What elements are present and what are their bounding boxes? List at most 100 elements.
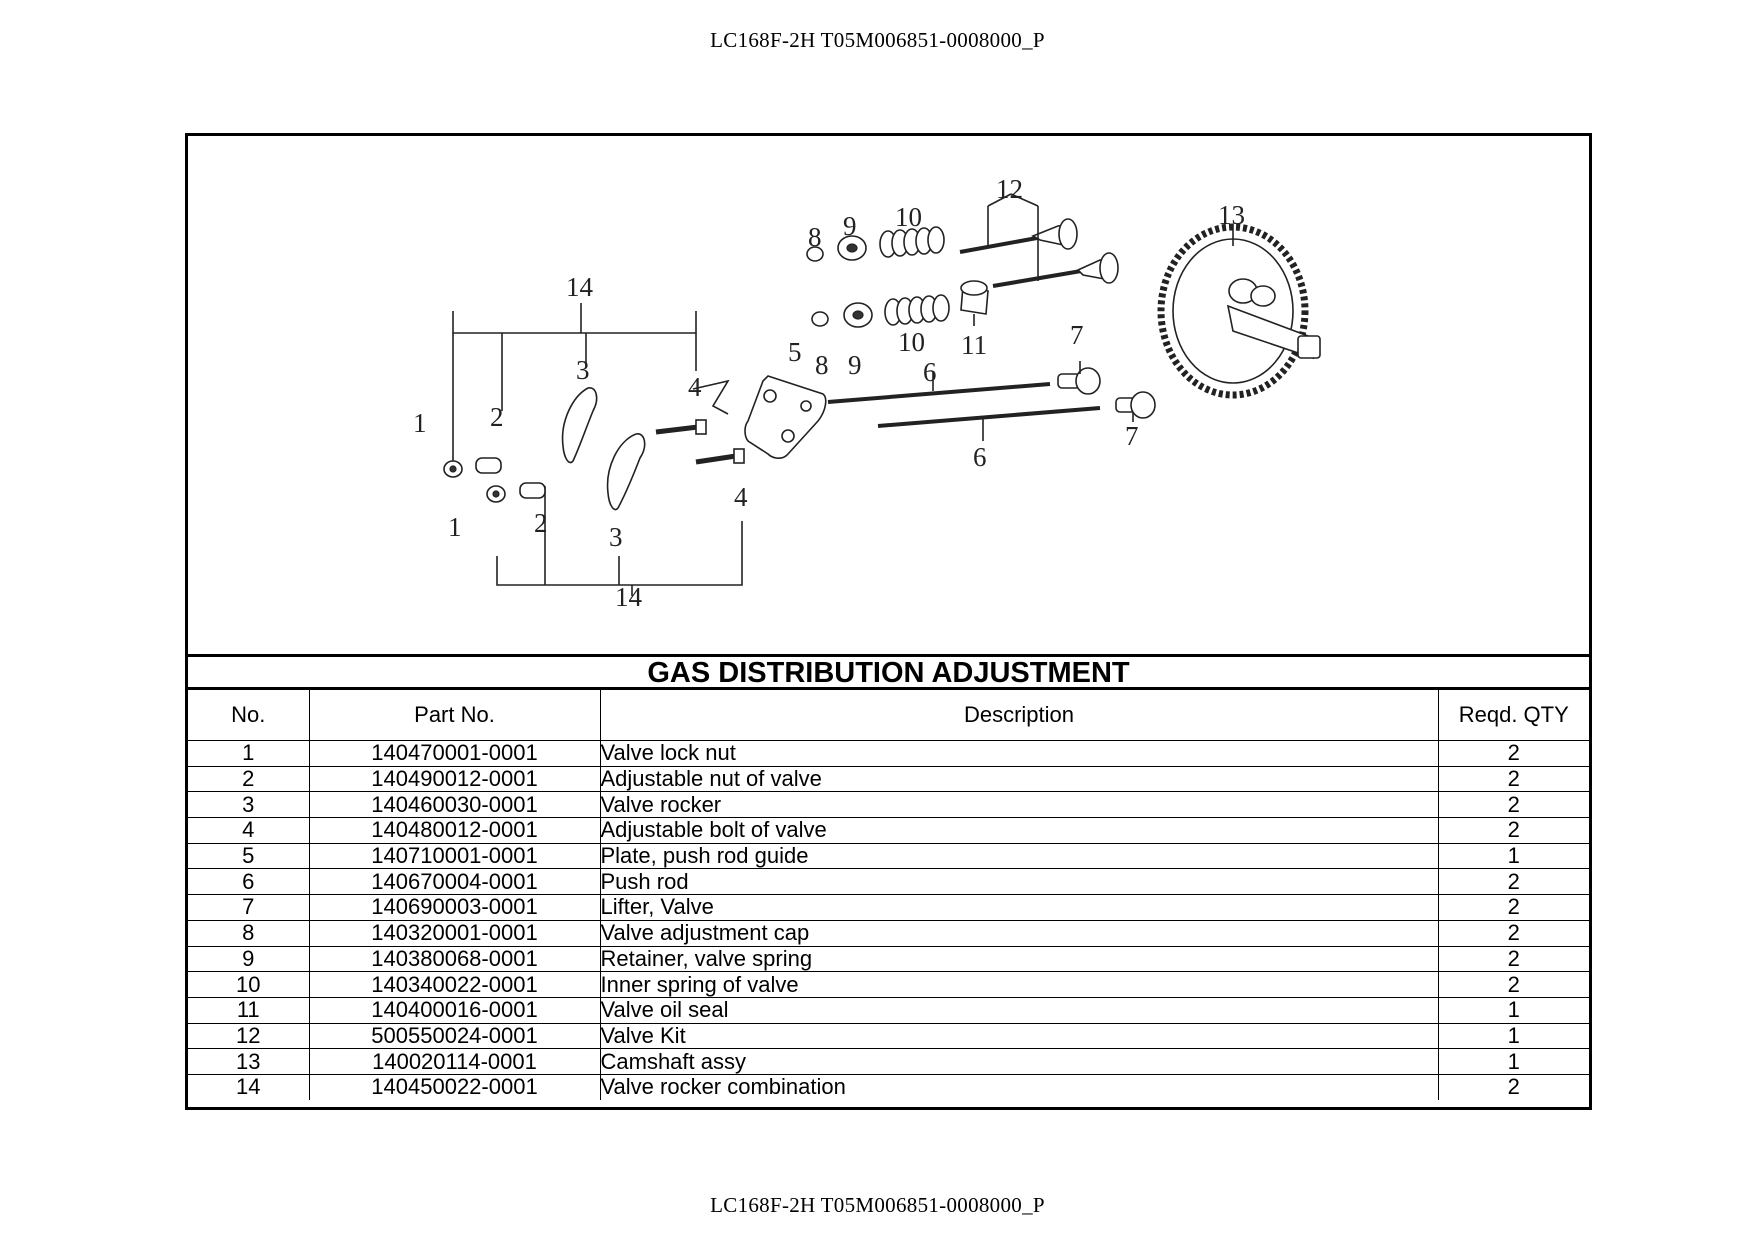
cell-description: Retainer, valve spring	[599, 945, 1439, 973]
callout-9-top: 9	[843, 211, 857, 241]
exploded-parts-diagram: 1 1 2 2 3 3 4 4 5 6 6 7 7 8 8 9 9 10 10 …	[188, 136, 1589, 657]
callout-4-bottom: 4	[734, 482, 748, 512]
header-description: Description	[599, 690, 1439, 741]
spring-retainer-drawing	[837, 235, 873, 328]
callout-12: 12	[996, 174, 1023, 204]
valve-lock-nut-drawing	[443, 460, 506, 503]
bracket-14-bottom	[496, 486, 743, 596]
callout-8-top: 8	[808, 222, 822, 252]
callout-14-top: 14	[566, 272, 594, 302]
callout-8-bottom: 8	[815, 350, 829, 380]
callout-6-bottom: 6	[973, 442, 987, 472]
cell-no: 7	[188, 894, 310, 921]
cell-description: Plate, push rod guide	[599, 842, 1439, 870]
cell-part-no: 140380068-0001	[308, 945, 601, 973]
cell-part-no: 140020114-0001	[308, 1048, 601, 1075]
header-no: No.	[188, 690, 310, 741]
valve-lifter-drawing	[1057, 361, 1156, 422]
cell-qty: 2	[1437, 765, 1589, 793]
cell-no: 2	[188, 765, 310, 793]
cell-part-no: 140460030-0001	[308, 791, 601, 819]
cell-no: 8	[188, 919, 310, 947]
document-footer-code: LC168F-2H T05M006851-0008000_P	[710, 1193, 1045, 1217]
cell-no: 12	[188, 1022, 310, 1050]
cell-no: 9	[188, 945, 310, 973]
cell-no: 14	[188, 1073, 310, 1100]
push-rod-guide-plate-drawing	[692, 375, 827, 459]
valve-oil-seal-drawing	[960, 280, 989, 326]
callout-1-top: 1	[413, 408, 427, 438]
valve-kit-drawing	[959, 193, 1119, 288]
table-header-row: No. Part No. Description Reqd. QTY	[188, 690, 1589, 741]
cell-no: 11	[188, 996, 310, 1024]
adjustable-bolt-drawing	[655, 419, 745, 465]
cell-qty: 1	[1437, 996, 1589, 1024]
cell-part-no: 140710001-0001	[308, 842, 601, 870]
cell-no: 10	[188, 971, 310, 998]
cell-qty: 2	[1437, 1073, 1589, 1100]
camshaft-assy-drawing	[1157, 223, 1321, 399]
cell-no: 1	[188, 740, 310, 767]
callout-3-top: 3	[576, 355, 590, 385]
cell-part-no: 140340022-0001	[308, 971, 601, 998]
cell-no: 6	[188, 868, 310, 896]
callout-3-bottom: 3	[609, 522, 623, 552]
cell-qty: 2	[1437, 817, 1589, 844]
cell-qty: 1	[1437, 1048, 1589, 1075]
parts-table: No. Part No. Description Reqd. QTY 1 1404…	[188, 690, 1589, 1100]
callout-2-bottom: 2	[534, 508, 548, 538]
cell-description: Valve adjustment cap	[599, 919, 1439, 947]
valve-rocker-drawing	[561, 387, 646, 511]
cell-qty: 1	[1437, 1022, 1589, 1050]
callout-7-top: 7	[1070, 320, 1084, 350]
cell-description: Adjustable nut of valve	[599, 765, 1439, 793]
cell-qty: 2	[1437, 791, 1589, 819]
parts-sheet: 1 1 2 2 3 3 4 4 5 6 6 7 7 8 8 9 9 10 10 …	[185, 133, 1592, 1110]
callout-6-top: 6	[923, 357, 937, 387]
cell-part-no: 140400016-0001	[308, 996, 601, 1024]
callout-9-bottom: 9	[848, 350, 862, 380]
cell-qty: 2	[1437, 894, 1589, 921]
cell-description: Adjustable bolt of valve	[599, 817, 1439, 844]
cell-part-no: 140450022-0001	[308, 1073, 601, 1100]
cell-no: 3	[188, 791, 310, 819]
valve-adjustment-cap-drawing	[806, 246, 829, 327]
cell-qty: 2	[1437, 945, 1589, 973]
cell-qty: 2	[1437, 919, 1589, 947]
callout-13: 13	[1218, 200, 1245, 230]
cell-qty: 2	[1437, 868, 1589, 896]
cell-qty: 2	[1437, 740, 1589, 767]
header-qty: Reqd. QTY	[1437, 690, 1589, 741]
valve-spring-drawing	[879, 226, 950, 326]
cell-description: Valve lock nut	[599, 740, 1439, 767]
cell-part-no: 140690003-0001	[308, 894, 601, 921]
cell-no: 5	[188, 842, 310, 870]
push-rod-drawing	[827, 371, 1101, 441]
cell-no: 13	[188, 1048, 310, 1075]
callout-2-top: 2	[490, 402, 504, 432]
callout-10-top: 10	[895, 202, 922, 232]
cell-description: Valve Kit	[599, 1022, 1439, 1050]
callout-1-bottom: 1	[448, 512, 462, 542]
document-header-code: LC168F-2H T05M006851-0008000_P	[710, 28, 1045, 52]
cell-description: Valve oil seal	[599, 996, 1439, 1024]
cell-part-no: 500550024-0001	[308, 1022, 601, 1050]
cell-description: Lifter, Valve	[599, 894, 1439, 921]
callout-4-top: 4	[688, 372, 702, 402]
cell-qty: 2	[1437, 971, 1589, 998]
cell-no: 4	[188, 817, 310, 844]
cell-description: Valve rocker combination	[599, 1073, 1439, 1100]
